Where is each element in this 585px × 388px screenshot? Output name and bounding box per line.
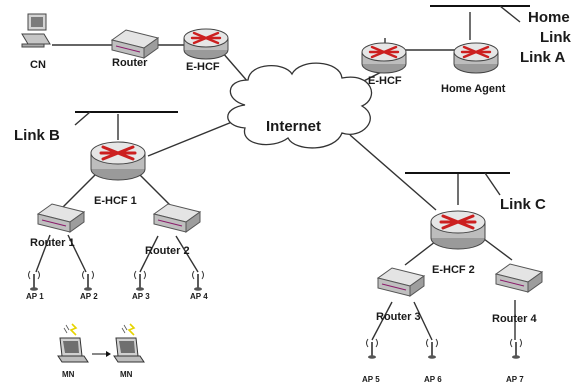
label-ehcf-home: E-HCF bbox=[368, 75, 402, 87]
label-home-link-1: Home bbox=[528, 9, 570, 26]
label-mn-right: MN bbox=[120, 370, 133, 379]
label-ap5: AP 5 bbox=[362, 375, 380, 384]
home-link-pointer bbox=[499, 5, 521, 23]
label-cn: CN bbox=[30, 59, 46, 71]
label-link-a: Link A bbox=[520, 49, 565, 66]
ap3-icon bbox=[133, 270, 147, 292]
ap1-icon bbox=[27, 270, 41, 292]
label-ehcf2: E-HCF 2 bbox=[432, 264, 475, 276]
ap5-icon bbox=[365, 338, 379, 360]
wire-ehcf1-internet bbox=[147, 121, 233, 157]
router4-icon bbox=[495, 263, 543, 293]
label-ap1: AP 1 bbox=[26, 292, 44, 301]
ap6-icon bbox=[425, 338, 439, 360]
label-ap7: AP 7 bbox=[506, 375, 524, 384]
ehcf-top-icon bbox=[182, 27, 230, 61]
wire-r2-ap3 bbox=[139, 235, 159, 273]
wire-internet-ehcf2 bbox=[349, 134, 437, 211]
mn-left-icon bbox=[57, 337, 89, 363]
label-link-b: Link B bbox=[14, 127, 60, 144]
label-internet: Internet bbox=[266, 118, 321, 135]
mn-right-icon bbox=[113, 337, 145, 363]
internet-cloud bbox=[227, 62, 373, 149]
router3-icon bbox=[377, 267, 425, 297]
lightning-left-icon bbox=[63, 323, 77, 336]
router-top-icon bbox=[111, 29, 159, 59]
label-ap4: AP 4 bbox=[190, 292, 208, 301]
wire-r3-ap5 bbox=[371, 301, 393, 341]
ap4-icon bbox=[191, 270, 205, 292]
label-home-agent: Home Agent bbox=[441, 83, 506, 95]
wire-ehcf1-router2 bbox=[134, 169, 176, 211]
wire-r1-ap1 bbox=[35, 234, 51, 273]
router1-icon bbox=[37, 203, 85, 233]
wire-r3-ap6 bbox=[413, 301, 433, 341]
label-router4: Router 4 bbox=[492, 313, 538, 325]
label-router2: Router 2 bbox=[145, 245, 190, 257]
label-home-link-2: Link bbox=[540, 29, 571, 46]
movement-arrow bbox=[92, 351, 111, 357]
ehcf-home-icon bbox=[360, 41, 408, 75]
link-c-pointer bbox=[484, 172, 501, 196]
cn-computer-icon bbox=[21, 13, 51, 48]
ehcf2-icon bbox=[429, 209, 487, 251]
ehcf1-icon bbox=[89, 140, 147, 182]
label-router3: Router 3 bbox=[376, 311, 421, 323]
label-ehcf1: E-HCF 1 bbox=[94, 195, 137, 207]
link-b-pointer bbox=[74, 111, 91, 126]
wire-ehcf2-router4 bbox=[479, 235, 513, 261]
label-link-c: Link C bbox=[500, 196, 546, 213]
ap7-icon bbox=[509, 338, 523, 360]
label-ehcf-top: E-HCF bbox=[186, 61, 220, 73]
label-ap2: AP 2 bbox=[80, 292, 98, 301]
wire-r1-ap2 bbox=[67, 234, 87, 273]
label-ap6: AP 6 bbox=[424, 375, 442, 384]
ap2-icon bbox=[81, 270, 95, 292]
router2-icon bbox=[153, 203, 201, 233]
lightning-right-icon bbox=[121, 323, 135, 336]
label-router1: Router 1 bbox=[30, 237, 75, 249]
wire-r2-ap4 bbox=[175, 235, 199, 273]
label-mn-left: MN bbox=[62, 370, 75, 379]
home-agent-icon bbox=[452, 41, 500, 75]
label-ap3: AP 3 bbox=[132, 292, 150, 301]
label-router-top: Router bbox=[112, 57, 148, 69]
connection-lines bbox=[35, 12, 516, 341]
wire-ehcf1-router1 bbox=[59, 169, 101, 211]
